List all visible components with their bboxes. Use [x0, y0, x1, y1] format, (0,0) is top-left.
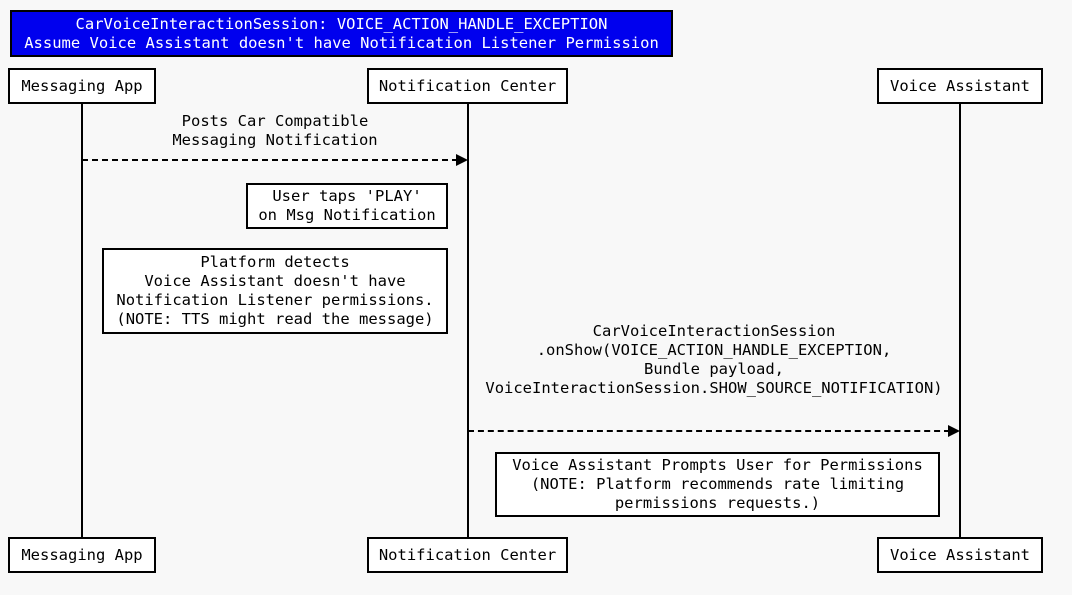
message-arrow-posts-notification	[82, 154, 468, 167]
note-user-taps-play: User taps 'PLAY' on Msg Notification	[246, 183, 448, 229]
participant-bottom-voice-assistant: Voice Assistant	[877, 537, 1043, 573]
diagram-title: CarVoiceInteractionSession: VOICE_ACTION…	[10, 10, 673, 57]
dashed-line	[82, 159, 458, 161]
participant-top-notification-center: Notification Center	[367, 68, 568, 104]
message-label-posts-notification: Posts Car Compatible Messaging Notificat…	[172, 112, 378, 149]
lifeline-messaging-app	[81, 104, 83, 537]
dashed-line	[468, 430, 950, 432]
participant-bottom-messaging-app: Messaging App	[8, 537, 156, 573]
participant-top-messaging-app: Messaging App	[8, 68, 156, 104]
participant-bottom-notification-center: Notification Center	[367, 537, 568, 573]
message-label-onshow: CarVoiceInteractionSession .onShow(VOICE…	[485, 322, 943, 397]
message-arrow-onshow	[468, 425, 960, 438]
note-voice-assistant-prompts: Voice Assistant Prompts User for Permiss…	[495, 452, 940, 517]
arrowhead-right-icon	[948, 425, 960, 437]
note-platform-detects-permissions: Platform detects Voice Assistant doesn't…	[102, 248, 448, 334]
lifeline-notification-center	[467, 104, 469, 537]
arrowhead-right-icon	[456, 154, 468, 166]
lifeline-voice-assistant	[959, 104, 961, 537]
participant-top-voice-assistant: Voice Assistant	[877, 68, 1043, 104]
